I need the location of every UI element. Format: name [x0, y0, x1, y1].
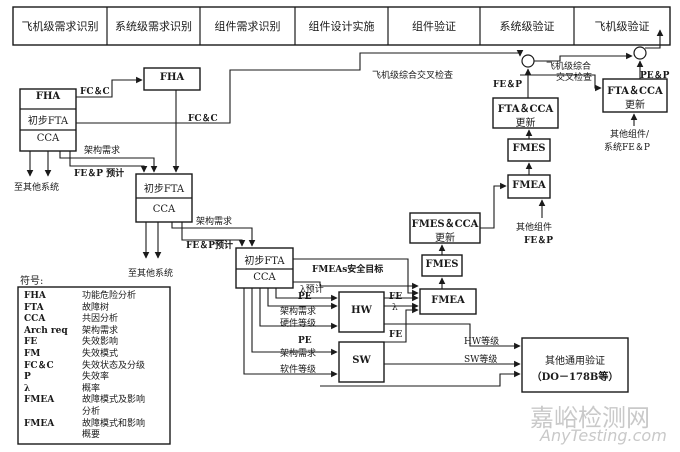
fmes-high-box	[507, 138, 551, 162]
fmes-cca-low-box	[409, 212, 481, 244]
verification-box	[521, 337, 629, 393]
fta-cca-top-box	[602, 78, 668, 113]
fta-cca-high-box	[492, 97, 559, 129]
aircraft-analysis-box	[19, 88, 77, 152]
component-analysis-box	[235, 247, 294, 289]
junction-mid	[521, 54, 535, 68]
junction-top	[633, 46, 647, 60]
fmea-high-box	[507, 174, 551, 199]
sw-box	[338, 341, 385, 383]
fmea-low-box	[419, 288, 477, 315]
hw-box	[338, 291, 385, 333]
legend-box	[17, 286, 171, 445]
fmes-low-box	[421, 254, 463, 277]
fha-box	[143, 67, 201, 91]
